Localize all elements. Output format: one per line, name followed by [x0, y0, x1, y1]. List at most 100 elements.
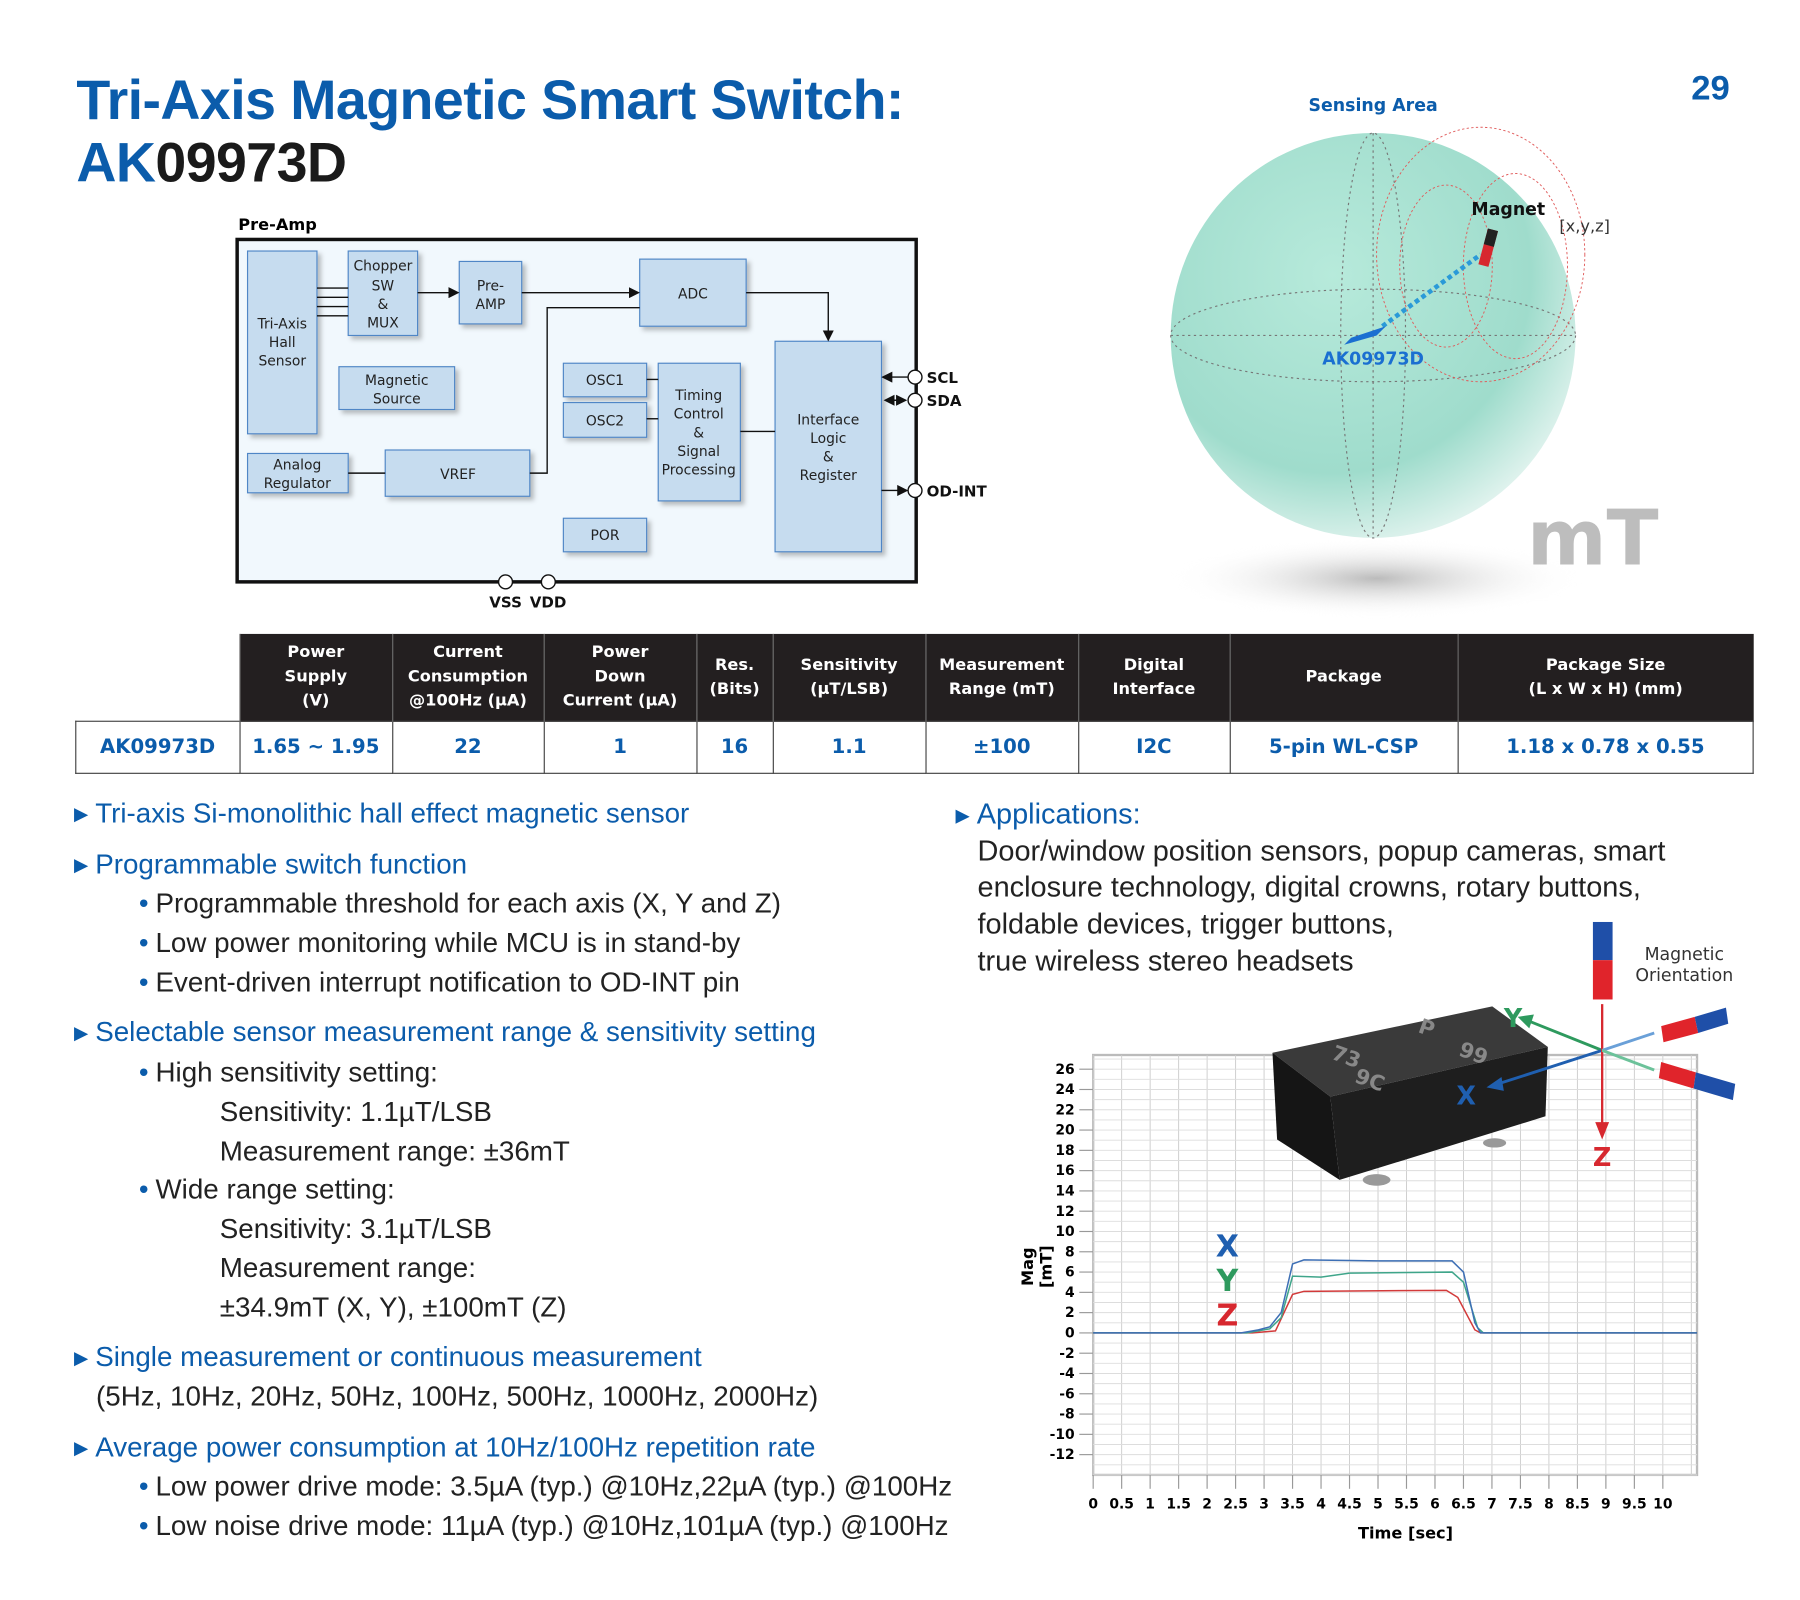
timing-text: Signal	[677, 444, 720, 460]
magnet-horizontal-icon	[1661, 1016, 1699, 1043]
grid	[1092, 1055, 1698, 1476]
pin-odint: OD-INT	[927, 482, 988, 500]
pin-scl: SCL	[927, 369, 959, 387]
interface-text: &	[823, 450, 834, 466]
x-tick-label: 2.5	[1223, 1496, 1248, 1512]
timing-text: Control	[674, 407, 724, 423]
preamp-text: Pre-	[477, 278, 504, 294]
feature-heading: ▶Programmable switch function	[74, 849, 468, 881]
magnetic-source-block	[338, 366, 456, 411]
interface-text: Interface	[797, 413, 859, 429]
cell-resolution: 16	[695, 720, 774, 774]
orientation-label: Orientation	[1635, 966, 1733, 986]
vector-arrow	[1381, 252, 1483, 329]
hall-text: Hall	[269, 335, 296, 351]
por-text: POR	[591, 528, 620, 544]
x-tick-label: 1	[1145, 1496, 1155, 1512]
osc2-block	[562, 401, 648, 438]
axis-x-label: X	[1456, 1081, 1476, 1111]
timing-text: &	[693, 425, 704, 441]
pin-vss: VSS	[489, 593, 522, 611]
cell-power-supply: 1.65 ~ 1.95	[238, 720, 393, 774]
legend-y: Y	[1215, 1264, 1239, 1299]
por-block	[562, 517, 648, 553]
sensing-area-label: Sensing Area	[1309, 96, 1438, 116]
feature-bullet: •Event-driven interrupt notification to …	[138, 967, 740, 999]
y-tick-label: 10	[1055, 1224, 1074, 1240]
legend-z: Z	[1216, 1299, 1238, 1334]
x-tick-label: 3	[1259, 1496, 1269, 1512]
legend-x: X	[1216, 1229, 1239, 1264]
magnetic-source-text: Source	[373, 392, 421, 408]
x-tick-label: 5.5	[1394, 1496, 1419, 1512]
timing-block	[657, 362, 741, 502]
osc2-text: OSC2	[586, 414, 624, 430]
x-axis-label: Time [sec]	[1358, 1524, 1453, 1543]
adc-block	[639, 258, 747, 327]
feature-detail: (5Hz, 10Hz, 20Hz, 50Hz, 100Hz, 500Hz, 10…	[96, 1381, 819, 1413]
magnet-vertical-icon	[1592, 921, 1613, 961]
cell-interface: I2C	[1077, 720, 1231, 774]
pin-vdd: VDD	[530, 593, 567, 611]
interface-text: Logic	[810, 431, 846, 447]
chopper-block	[347, 250, 419, 337]
x-tick-label: 4	[1316, 1496, 1326, 1512]
y-tick-label: -12	[1050, 1447, 1075, 1463]
x-tick-label: 2	[1202, 1496, 1212, 1512]
applications-line: foldable devices, trigger buttons,	[977, 908, 1394, 941]
series-line-z	[1093, 1289, 1698, 1334]
cell-package: 5-pin WL-CSP	[1229, 720, 1459, 774]
cell-range: ±100	[924, 720, 1079, 774]
applications-line: Door/window position sensors, popup came…	[977, 835, 1666, 868]
cell-current: 22	[391, 720, 545, 774]
x-tick-label: 8.5	[1565, 1496, 1590, 1512]
y-tick-label: 4	[1065, 1285, 1075, 1301]
x-tick-label: 10	[1653, 1496, 1672, 1512]
y-tick-label: -4	[1059, 1366, 1075, 1382]
timing-text: Timing	[674, 388, 722, 404]
y-tick-label: -10	[1050, 1427, 1075, 1443]
y-tick-label: 6	[1065, 1265, 1075, 1281]
feature-detail: Sensitivity: 1.1µT/LSB	[219, 1096, 492, 1128]
feature-detail: Measurement range:	[219, 1252, 476, 1285]
feature-bullet: •High sensitivity setting:	[138, 1057, 438, 1089]
x-tick-label: 6.5	[1451, 1496, 1476, 1512]
y-tick-label: 22	[1055, 1102, 1074, 1118]
feature-detail: ±34.9mT (X, Y), ±100mT (Z)	[219, 1292, 567, 1324]
chopper-text: &	[377, 297, 388, 313]
interface-text: Register	[800, 468, 857, 484]
y-tick-label: 8	[1065, 1244, 1075, 1260]
unit-watermark: mT	[1527, 495, 1659, 584]
x-tick-label: 1.5	[1166, 1496, 1191, 1512]
feature-bullet: •Low noise drive mode: 11µA (typ.) @10Hz…	[138, 1510, 949, 1543]
x-tick-label: 8	[1544, 1496, 1554, 1512]
feature-bullet: •Low power drive mode: 3.5µA (typ.) @10H…	[138, 1471, 953, 1503]
y-tick-label: -8	[1059, 1407, 1074, 1423]
sensor-chip-icon	[1344, 326, 1386, 345]
x-tick-label: 5	[1373, 1496, 1383, 1512]
x-tick-label: 0.5	[1109, 1496, 1134, 1512]
y-axis-label: Mag	[1018, 1247, 1037, 1286]
page-number: 29	[1691, 69, 1730, 108]
feature-heading: ▶Single measurement or continuous measur…	[74, 1341, 702, 1374]
y-tick-label: 16	[1055, 1163, 1074, 1179]
hall-text: Tri-Axis	[257, 317, 307, 333]
interface-block	[774, 340, 883, 553]
x-tick-label: 6	[1430, 1496, 1440, 1512]
col-sensitivity: Sensitivity(µT/LSB)	[772, 633, 926, 722]
orientation-label: Magnetic	[1645, 945, 1724, 965]
cell-package-size: 1.18 x 0.78 x 0.55	[1456, 720, 1754, 774]
x-tick-label: 7.5	[1508, 1496, 1533, 1512]
device-label: AK09973D	[1322, 349, 1424, 369]
y-tick-label: -2	[1059, 1346, 1074, 1362]
y-tick-label: 0	[1065, 1326, 1075, 1342]
feature-heading: ▶Average power consumption at 10Hz/100Hz…	[74, 1432, 816, 1464]
osc1-block	[562, 362, 648, 398]
feature-heading: ▶Tri-axis Si-monolithic hall effect magn…	[74, 798, 690, 830]
part-number-title: AK09973D	[76, 132, 347, 196]
